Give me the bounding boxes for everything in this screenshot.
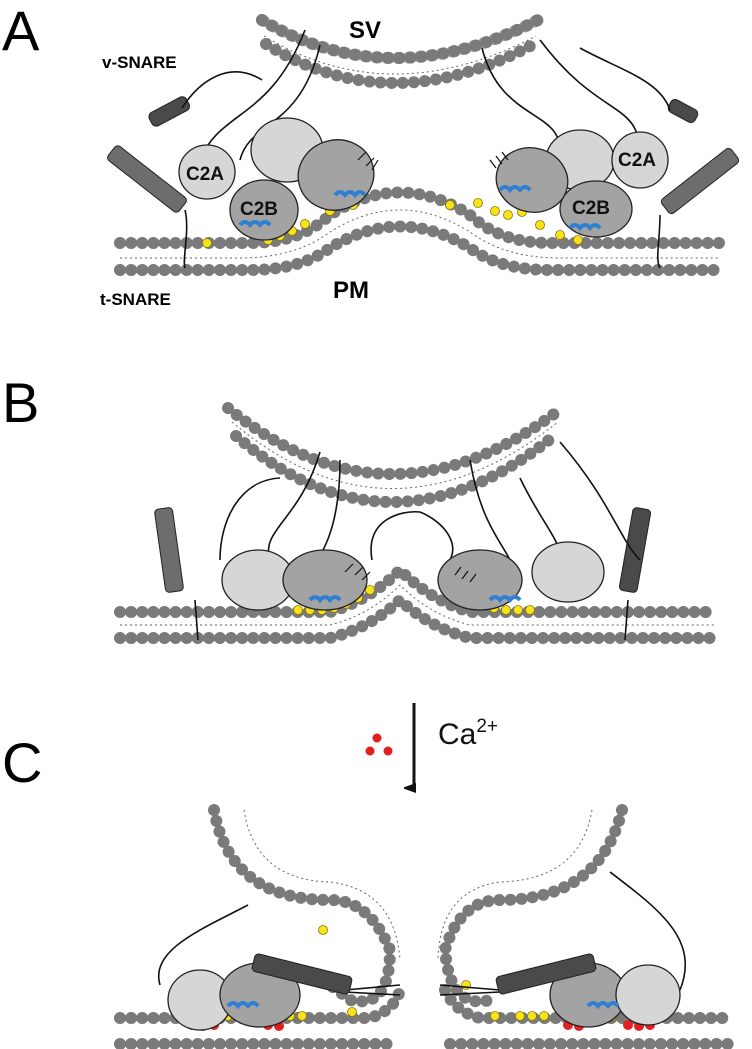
linkers-c — [157, 871, 686, 996]
v-snare-helix-right-a — [667, 99, 699, 123]
pm-label: PM — [333, 277, 369, 304]
sv-membrane-b — [222, 402, 568, 508]
snare-helices-c — [251, 953, 597, 995]
panel-b — [114, 402, 721, 644]
t-snare-helix-left-a — [107, 145, 187, 213]
sv-membrane-a — [256, 12, 544, 90]
c2-domains-b — [221, 541, 605, 611]
calcium-ion — [365, 746, 375, 756]
c2-domains-left-a — [178, 117, 379, 241]
snare-helices-b — [154, 507, 652, 593]
plasma-membrane-a — [114, 186, 726, 276]
panel-letter-a: A — [2, 0, 40, 62]
panel-a: C2A C2B C2A C2B SV PM v-SNARE t-SNARE — [100, 12, 740, 309]
c2a-label-left: C2A — [186, 164, 224, 185]
calcium-trigger: Ca2+ — [365, 703, 498, 788]
linkers-b — [194, 441, 641, 641]
calcium-ion — [372, 733, 382, 743]
calcium-label: Ca2+ — [438, 716, 498, 751]
v-snare-helix-left-a — [148, 96, 191, 127]
c2-domains-c — [167, 962, 681, 1031]
c2b-label-left: C2B — [240, 199, 278, 220]
c2a-label-right: C2A — [618, 150, 656, 171]
c2b-label-right: C2B — [572, 198, 610, 219]
c2-domains-right-a — [489, 129, 669, 238]
panel-c — [114, 804, 736, 1049]
t-snare-helix-right-a — [660, 147, 740, 215]
panel-letter-b: B — [2, 371, 39, 434]
calcium-ion — [383, 746, 393, 756]
t-snare-label: t-SNARE — [100, 290, 171, 309]
sv-label: SV — [349, 17, 381, 44]
panel-letter-c: C — [2, 731, 42, 794]
v-snare-label: v-SNARE — [102, 53, 177, 72]
